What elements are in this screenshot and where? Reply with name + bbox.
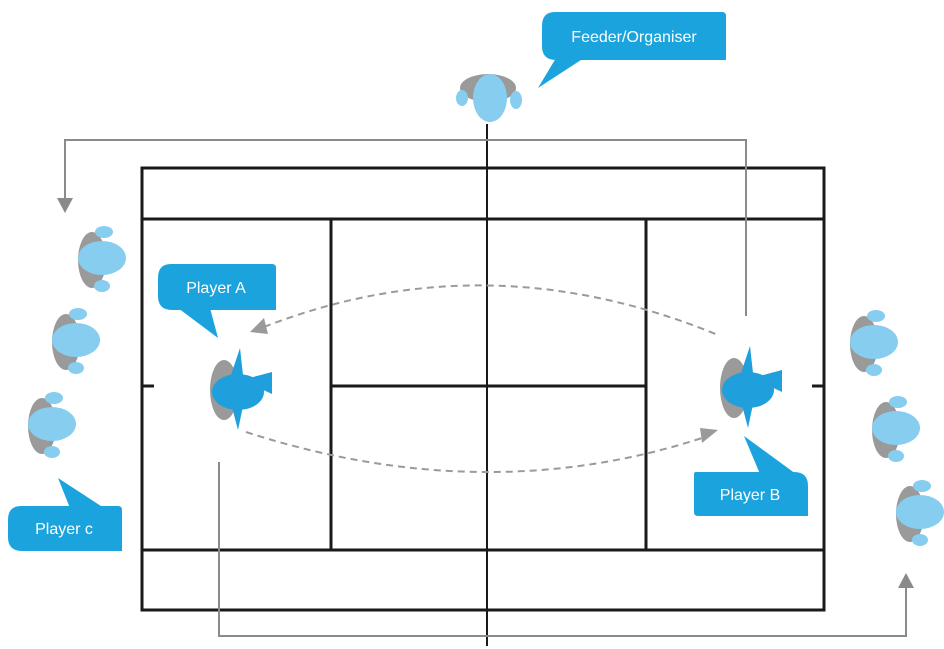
feeder-callout: Feeder/Organiser [538,12,726,88]
rotation-path-bottom [218,462,907,637]
player-a-label: Player A [186,280,246,297]
waiting-player-icon [78,226,126,292]
player-b-label: Player B [720,487,780,504]
arrowhead-icon [898,573,914,588]
player-b-callout: Player B [694,436,808,516]
waiting-player-icon [896,480,944,546]
rotation-path-top [64,139,747,316]
player-c-label: Player c [35,521,93,538]
player-c-queue [28,226,126,458]
arrowhead-icon [57,198,73,213]
rally-path [245,284,719,473]
player-b-icon [720,346,782,428]
player-b-queue [850,310,944,546]
arrowhead-icon [700,428,718,443]
waiting-player-icon [850,310,898,376]
rally-path-lower [245,431,709,473]
arrowhead-icon [250,318,268,334]
court-outer-boundary [140,166,826,612]
tennis-court [140,166,826,612]
player-a-icon [210,348,272,430]
feeder-label: Feeder/Organiser [571,29,697,46]
player-c-callout: Player c [8,478,122,551]
waiting-player-icon [28,392,76,458]
player-a-callout: Player A [158,264,276,338]
waiting-player-icon [52,308,100,374]
rotation-arrows [64,139,907,637]
feeder-player-icon [456,74,522,122]
rally-path-upper [263,284,719,336]
waiting-player-icon [872,396,920,462]
